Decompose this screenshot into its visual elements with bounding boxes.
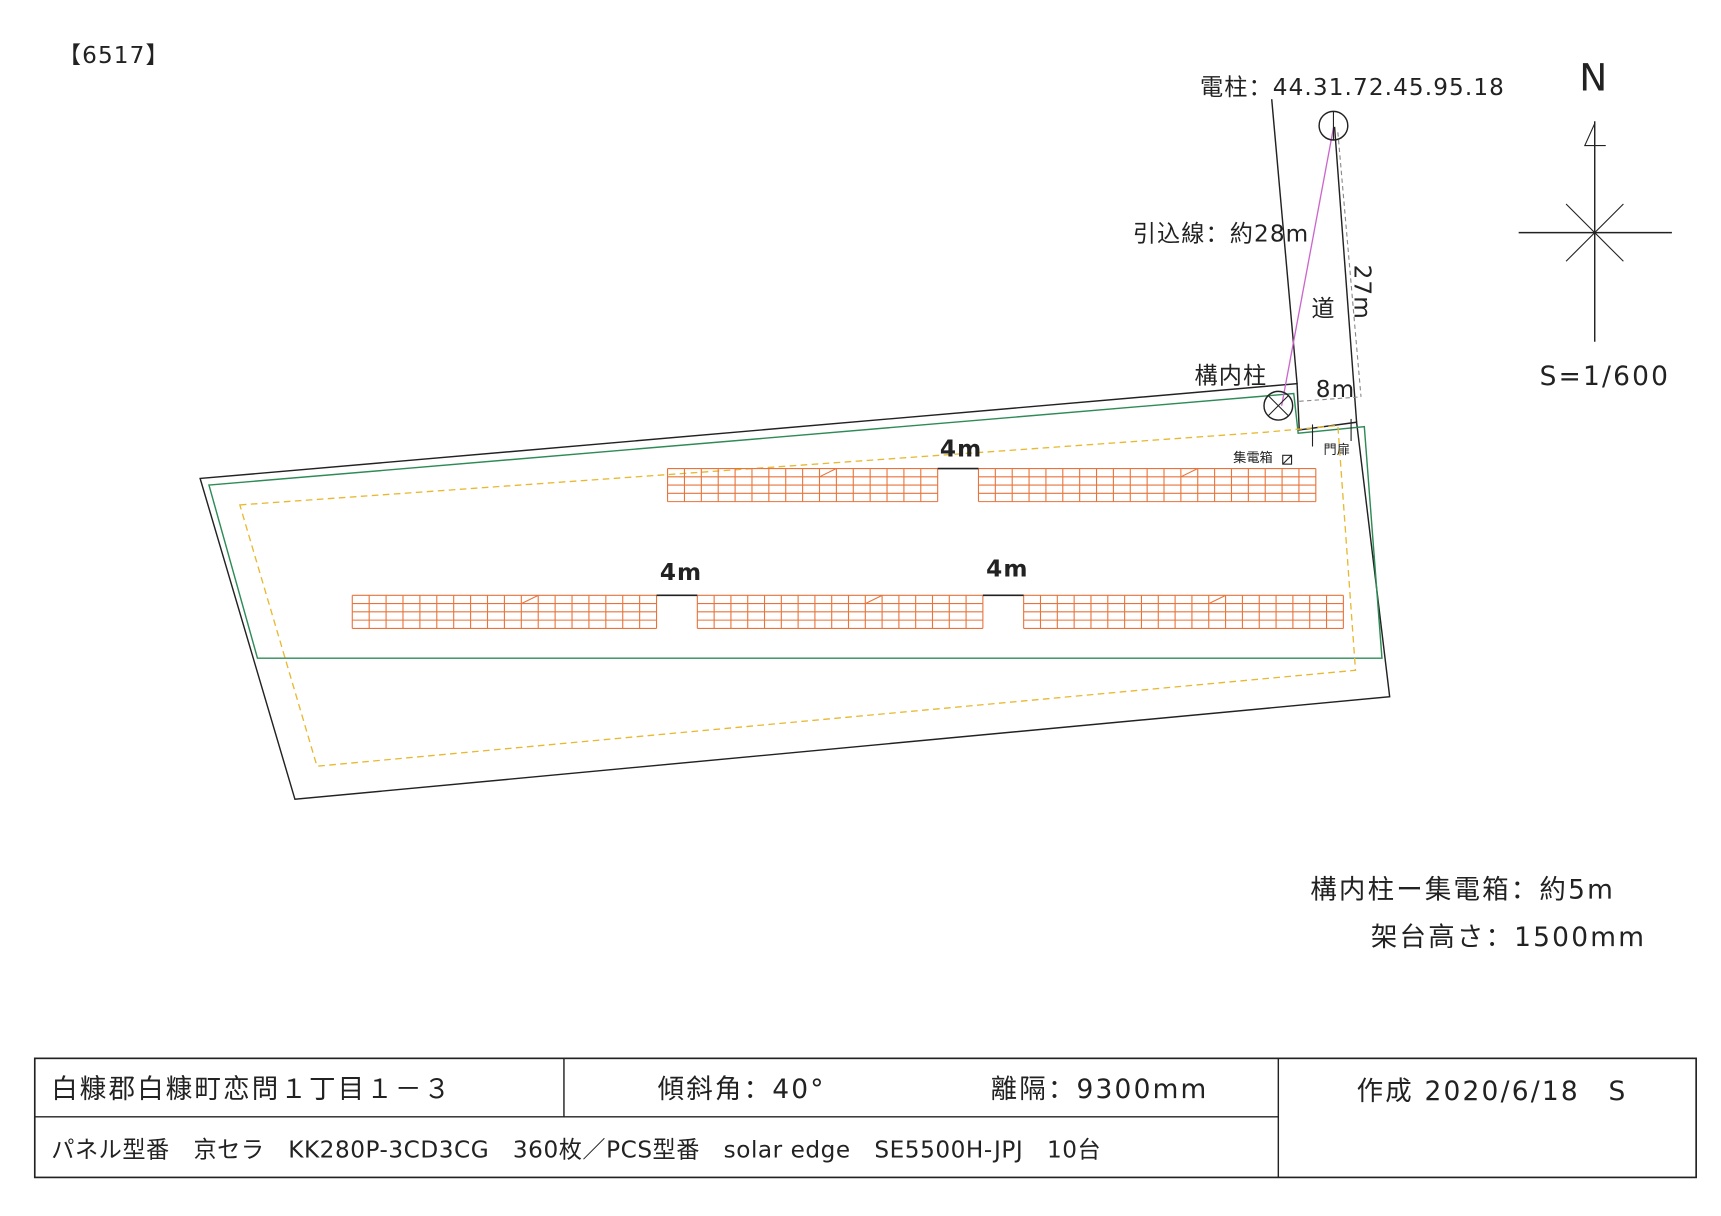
utility-pole-label: 電柱：44.31.72.45.95.18 xyxy=(1200,75,1505,101)
note-distance: 構内柱ー集電箱：約5m xyxy=(1310,874,1615,905)
premises-pole-icon xyxy=(1263,390,1294,421)
tilt-angle: 傾斜角：40° xyxy=(658,1074,826,1105)
site-boundary xyxy=(199,382,1391,801)
panel-array xyxy=(1023,594,1344,629)
gap-label: 4m xyxy=(940,436,982,462)
service-line xyxy=(1280,127,1335,406)
premises-pole-label: 構内柱 xyxy=(1195,364,1268,390)
road-dim-line xyxy=(1337,132,1362,397)
road-width-dim xyxy=(1299,396,1362,402)
drawing-id: 【6517】 xyxy=(58,43,170,69)
equipment-spec: パネル型番 京セラ KK280P-3CD3CG 360枚／PCS型番 solar… xyxy=(51,1138,1101,1164)
panel-array xyxy=(667,467,939,503)
north-arrow-icon xyxy=(1518,121,1672,342)
panel-array xyxy=(696,594,984,629)
road-length-label: 27m xyxy=(1348,265,1374,320)
road-right-edge xyxy=(1333,126,1358,423)
service-line-label: 引込線：約28m xyxy=(1133,221,1310,247)
road-label: 道 xyxy=(1311,296,1335,322)
scale-label: S=1/600 xyxy=(1540,361,1671,392)
note-mount-height: 架台高さ：1500mm xyxy=(1371,922,1646,953)
panel-arrays xyxy=(351,467,1344,629)
gap-label: 4m xyxy=(986,557,1028,583)
road-width-label: 8m xyxy=(1316,377,1355,403)
title-block xyxy=(33,1057,1697,1179)
junction-box-label: 集電箱 xyxy=(1233,450,1273,466)
utility-pole-icon xyxy=(1318,110,1349,141)
north-label: N xyxy=(1579,55,1607,99)
panel-array xyxy=(977,467,1317,503)
road-left-edge xyxy=(1270,99,1298,384)
panel-array xyxy=(351,594,658,629)
created-date: 作成 2020/6/18 S xyxy=(1357,1076,1628,1107)
gap-label: 4m xyxy=(660,560,702,586)
gate-label: 門扉 xyxy=(1324,442,1350,458)
fence xyxy=(208,392,1383,659)
row-spacing: 離隔：9300mm xyxy=(991,1074,1209,1105)
junction-box-icon xyxy=(1282,454,1293,465)
address: 白糠郡白糠町恋問１丁目１－３ xyxy=(51,1074,452,1105)
